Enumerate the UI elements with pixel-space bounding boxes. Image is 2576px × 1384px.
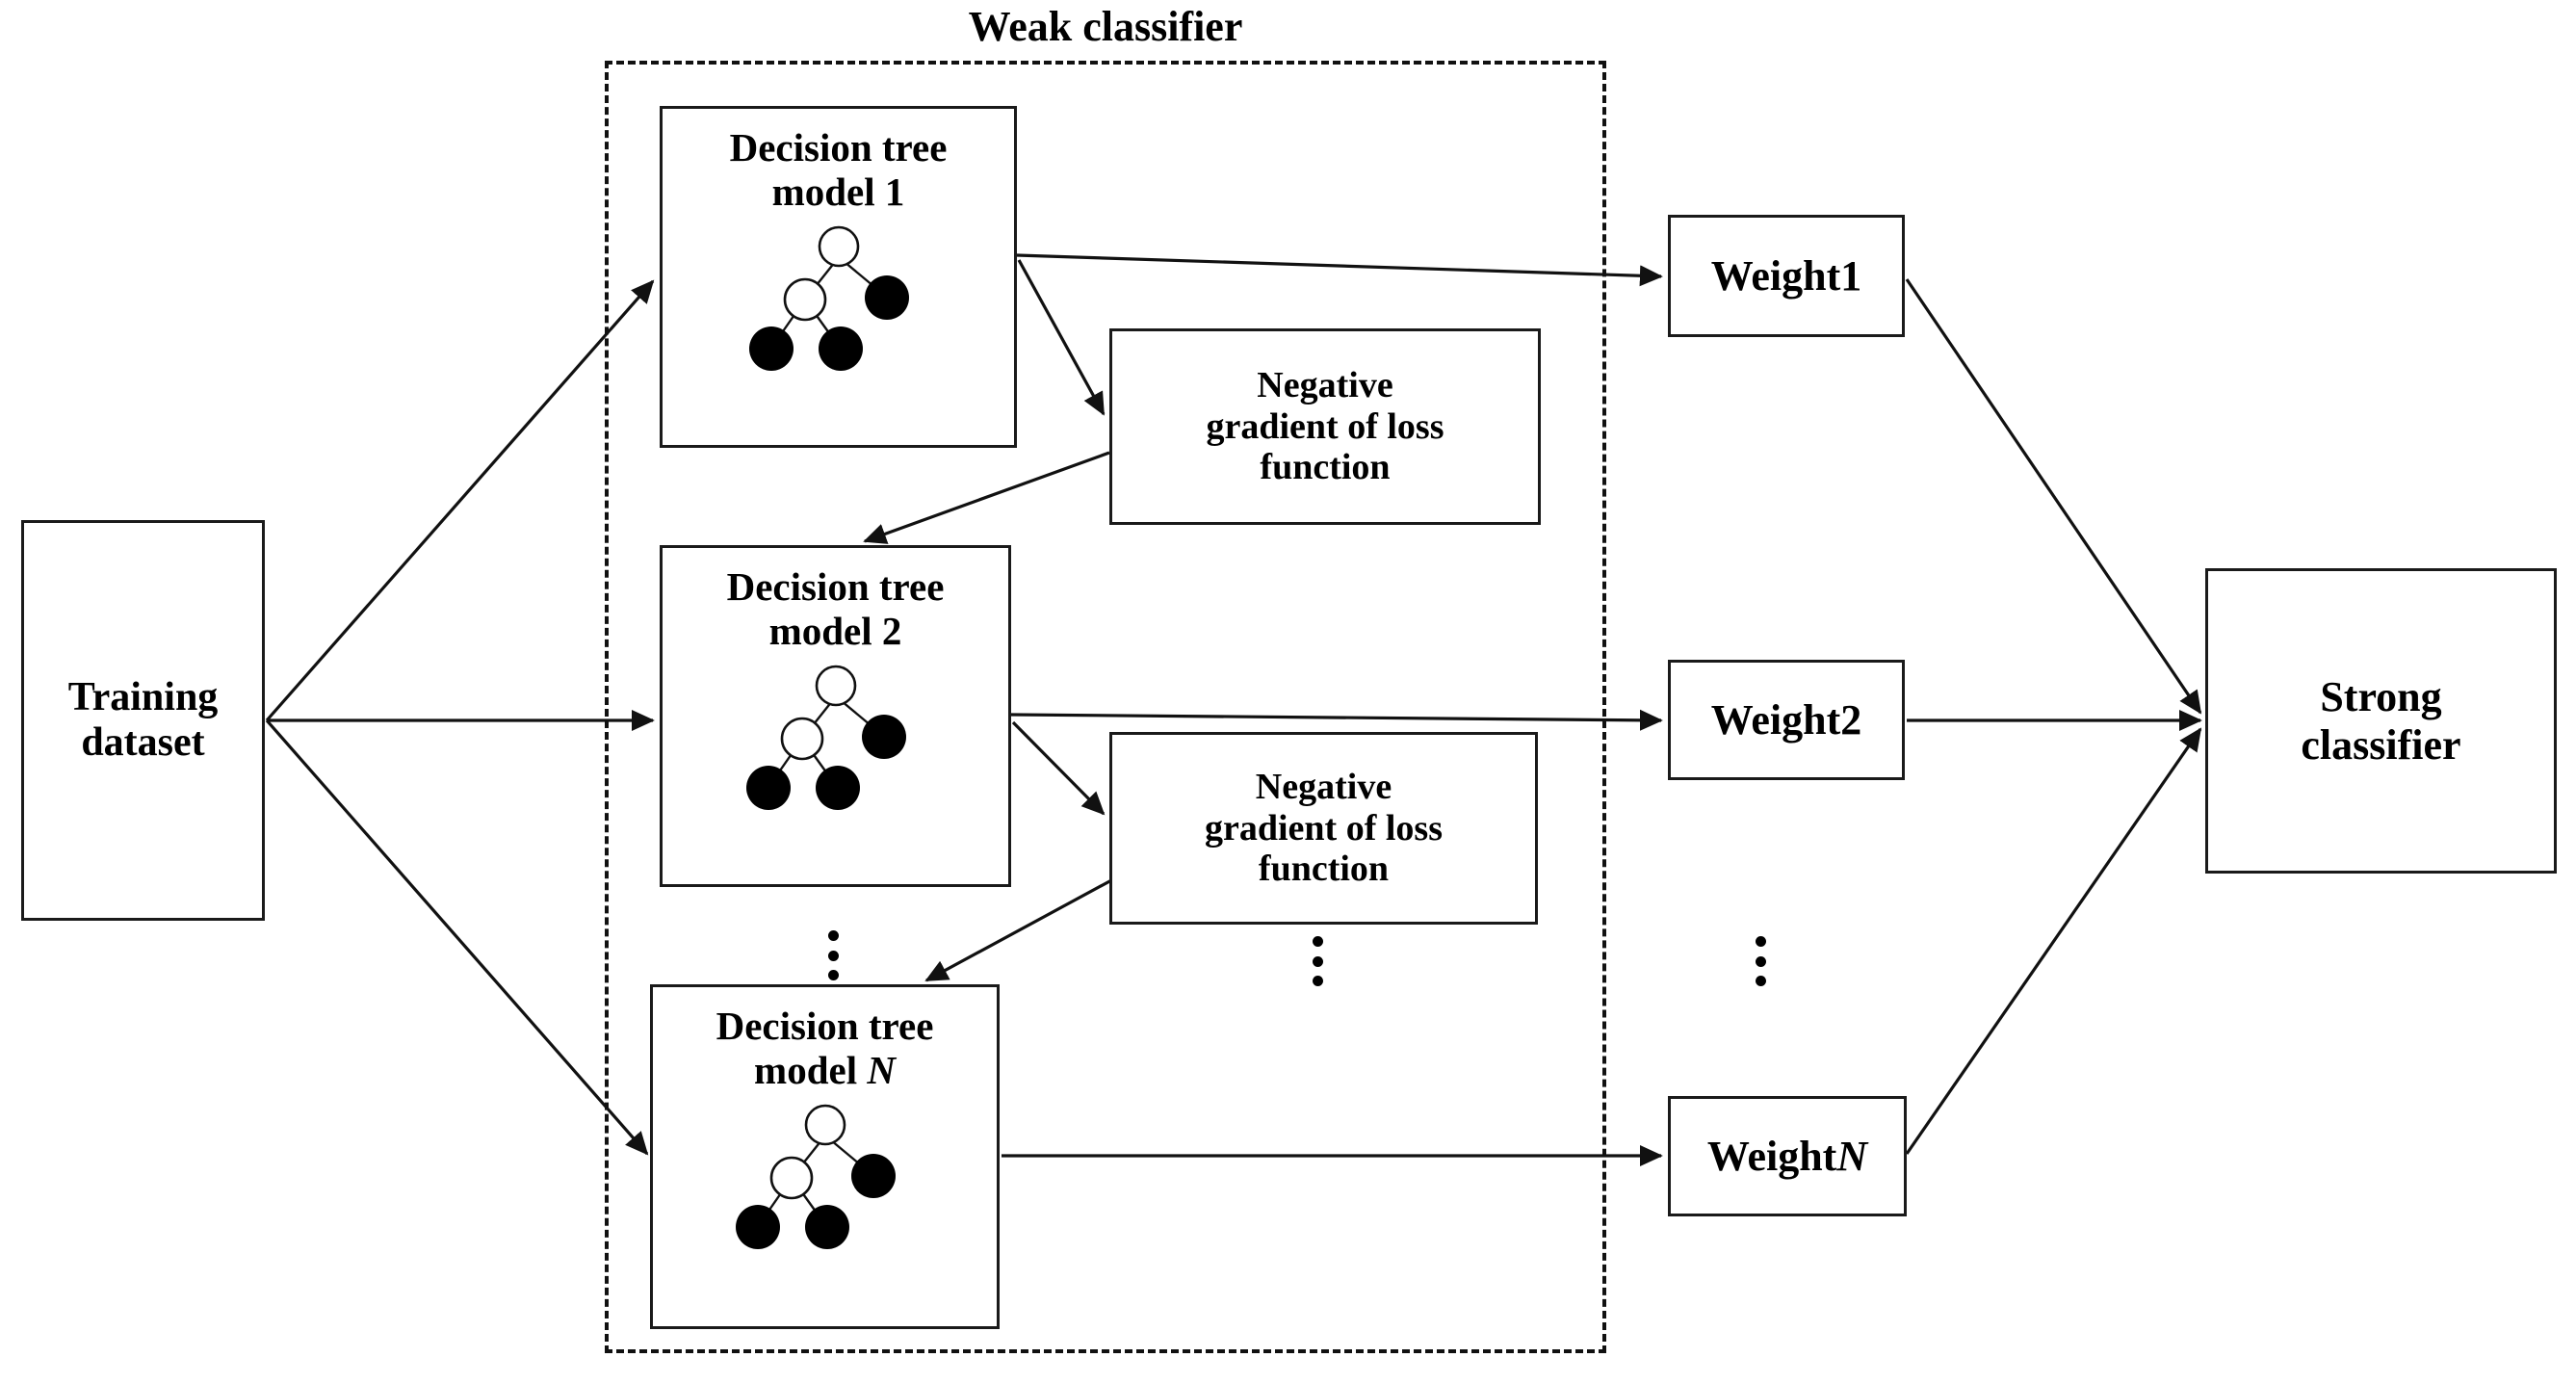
negative-gradient-1-line3: function	[1260, 447, 1391, 488]
ellipsis-dot	[1755, 936, 1766, 947]
ellipsis-dot	[827, 950, 839, 961]
edge-neggrad2-to-treeN	[924, 865, 1137, 982]
decision-tree-2-label-line1: Decision tree	[726, 564, 945, 609]
weight1-box[interactable]: Weight1	[1668, 215, 1905, 337]
ellipsis-dot	[1755, 976, 1766, 986]
decision-tree-n-label-line2: model N	[754, 1047, 896, 1093]
decision-tree-glyph-1	[748, 225, 909, 371]
strong-classifier-box[interactable]: Strong classifier	[2205, 568, 2557, 874]
ellipsis-trees	[827, 930, 839, 980]
decision-tree-model-2-box[interactable]: Decision tree model 2	[660, 545, 1011, 887]
decision-tree-2-label-line2: model 2	[768, 608, 902, 653]
decision-tree-1-label-line2: model 1	[771, 169, 905, 214]
negative-gradient-2-line2: gradient of loss	[1205, 807, 1443, 849]
weightn-label-prefix: Weight	[1706, 1132, 1837, 1180]
weak-classifier-group	[605, 61, 1606, 1353]
ellipsis-dot	[1755, 955, 1766, 967]
ellipsis-dot	[827, 970, 839, 980]
decision-tree-n-index: N	[867, 1047, 896, 1092]
training-dataset-label-line2: dataset	[81, 720, 205, 765]
weightn-label-index: N	[1836, 1132, 1868, 1180]
edge-tree1-to-neggrad1	[1017, 259, 1106, 416]
ellipsis-dot	[827, 930, 839, 941]
negative-gradient-1-line1: Negative	[1257, 365, 1393, 406]
training-dataset-box[interactable]: Training dataset	[21, 520, 265, 921]
ellipsis-weights	[1755, 936, 1766, 986]
edge-neggrad1-to-tree2	[863, 451, 1110, 544]
edge-dataset-to-treeN	[265, 718, 649, 1156]
ellipsis-negative-gradients	[1312, 936, 1323, 986]
decision-tree-glyph-2	[745, 665, 906, 810]
ellipsis-dot	[1312, 976, 1323, 986]
strong-classifier-line2: classifier	[2301, 720, 2461, 769]
weightn-label: WeightN	[1707, 1133, 1867, 1180]
decision-tree-1-label-line1: Decision tree	[729, 125, 948, 170]
weight2-box[interactable]: Weight2	[1668, 660, 1905, 780]
strong-classifier-line1: Strong	[2320, 673, 2442, 721]
negative-gradient-box-1[interactable]: Negative gradient of loss function	[1109, 328, 1541, 525]
edge-dataset-to-tree1	[265, 279, 655, 722]
edge-tree1-to-weight1	[1016, 253, 1663, 287]
weightn-box[interactable]: WeightN	[1668, 1096, 1907, 1216]
weight2-label: Weight2	[1710, 695, 1862, 744]
weak-classifier-title: Weak classifier	[968, 3, 1243, 50]
edge-weight1-to-strong	[1905, 278, 2202, 715]
ellipsis-dot	[1312, 936, 1323, 947]
training-dataset-label-line1: Training	[67, 674, 219, 719]
negative-gradient-1-line2: gradient of loss	[1206, 405, 1444, 447]
ellipsis-dot	[1312, 955, 1323, 967]
negative-gradient-2-line1: Negative	[1255, 767, 1392, 808]
decision-tree-glyph-n	[735, 1104, 896, 1249]
decision-tree-model-1-box[interactable]: Decision tree model 1	[660, 106, 1017, 448]
decision-tree-n-label-prefix: model	[754, 1047, 868, 1092]
edge-tree2-to-neggrad2	[1011, 720, 1106, 816]
decision-tree-n-label-line1: Decision tree	[716, 1004, 934, 1048]
negative-gradient-2-line3: function	[1258, 849, 1390, 890]
weight1-label: Weight1	[1710, 251, 1862, 300]
edge-tree2-to-weight2	[1010, 709, 1663, 731]
decision-tree-model-n-box[interactable]: Decision tree model N	[650, 984, 1000, 1329]
negative-gradient-box-2[interactable]: Negative gradient of loss function	[1109, 732, 1538, 925]
edge-weightN-to-strong	[1905, 727, 2202, 1155]
